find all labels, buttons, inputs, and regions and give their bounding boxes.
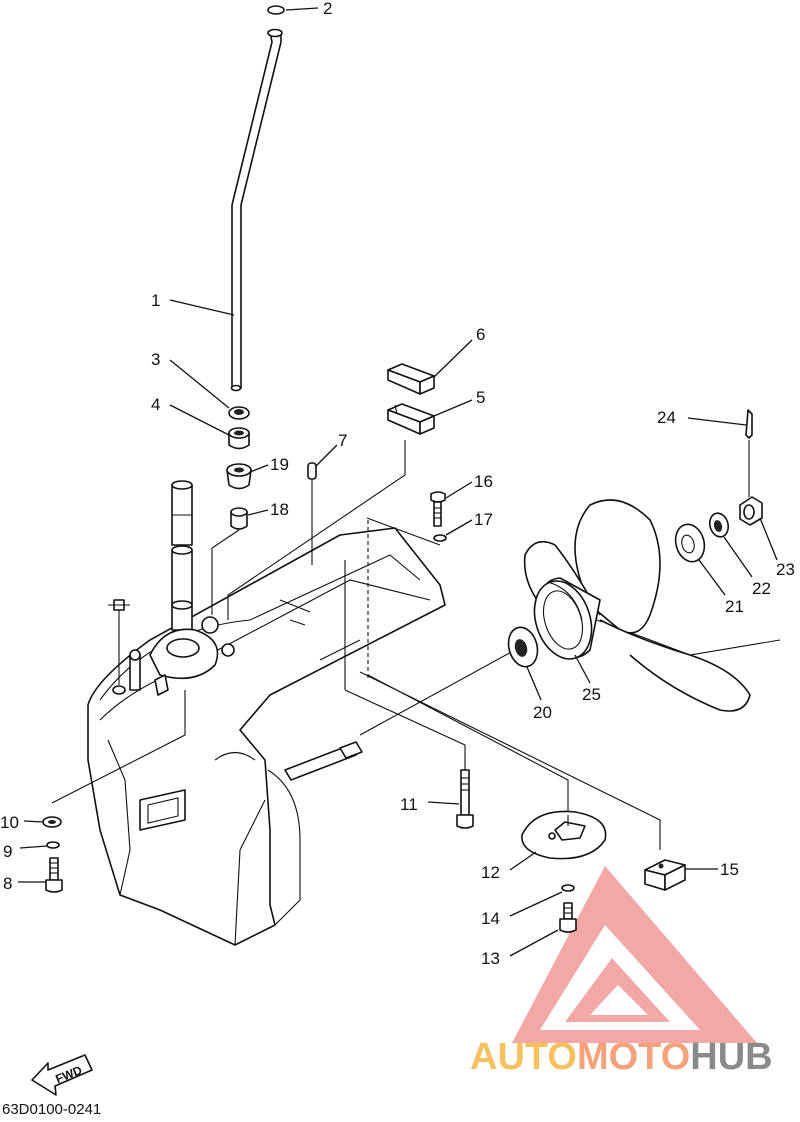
part-4-seal-icon	[228, 427, 250, 450]
part-label-6: 6	[476, 325, 485, 344]
leader-lines	[18, 7, 778, 957]
part-1-water-tube-icon	[230, 28, 283, 392]
part-5-seal-icon	[387, 403, 435, 435]
part-13-bolt-icon	[559, 902, 577, 933]
part-2-washer-icon	[267, 5, 285, 15]
part-23-nut-icon	[739, 496, 763, 526]
part-17-washer-icon	[433, 534, 447, 542]
part-19-grommet-icon	[226, 463, 252, 490]
part-24-cotter-pin-icon	[745, 409, 753, 497]
part-label-7: 7	[338, 431, 347, 450]
part-label-12: 12	[481, 863, 500, 882]
drive-shaft-icon	[108, 480, 235, 696]
part-label-16: 16	[474, 472, 493, 491]
part-label-20: 20	[533, 703, 552, 722]
watermark-logo-icon	[512, 866, 757, 1043]
lower-casing-icon	[87, 527, 446, 946]
part-14-washer-icon	[561, 884, 575, 892]
part-7-dowel-pin-icon	[307, 462, 317, 480]
part-label-23: 23	[776, 560, 795, 579]
part-label-25: 25	[582, 685, 601, 704]
part-label-14: 14	[481, 909, 500, 928]
part-10-washer-icon	[42, 816, 62, 828]
part-6-rubber-seal-icon	[387, 363, 435, 395]
watermark-brand-part1: AUTO	[470, 1036, 577, 1078]
part-label-19: 19	[270, 455, 289, 474]
part-8-bolt-icon	[45, 857, 63, 893]
watermark-brand: AUTOMOTOHUB	[470, 1036, 773, 1079]
part-label-22: 22	[752, 579, 771, 598]
part-15-anode-icon	[644, 859, 686, 891]
part-25-propeller-icon	[523, 499, 751, 712]
part-12-trim-tab-icon	[521, 810, 607, 860]
part-label-2: 2	[323, 0, 332, 18]
part-label-9: 9	[3, 842, 12, 861]
part-label-1: 1	[151, 291, 160, 310]
part-label-13: 13	[481, 949, 500, 968]
part-9-washer-icon	[46, 841, 60, 849]
part-label-18: 18	[270, 500, 289, 519]
assembly-guide-lines	[51, 440, 781, 850]
part-label-11: 11	[400, 795, 418, 814]
part-label-10: 10	[0, 813, 19, 832]
part-18-bush-icon	[230, 507, 248, 530]
watermark-brand-part3: HUB	[690, 1036, 773, 1078]
part-label-24: 24	[657, 408, 676, 427]
part-label-8: 8	[3, 874, 12, 893]
part-labels: 2 1 3 4 19 18 7 6 5 16 17 24 23 22 21 25…	[0, 0, 795, 968]
diagram-code: 63D0100-0241	[2, 1101, 102, 1118]
part-21-spacer-icon	[674, 523, 706, 563]
part-label-5: 5	[476, 388, 485, 407]
part-11-bolt-icon	[456, 769, 474, 829]
part-22-washer-icon	[708, 512, 730, 538]
part-3-grommet-icon	[228, 406, 250, 420]
part-16-bolt-icon	[430, 491, 446, 527]
part-label-3: 3	[151, 350, 160, 369]
forward-arrow-icon: FWD	[31, 1054, 93, 1096]
watermark-brand-part2: MOTO	[576, 1036, 691, 1078]
part-label-17: 17	[474, 510, 493, 529]
part-label-4: 4	[151, 395, 160, 414]
part-label-21: 21	[725, 597, 744, 616]
part-label-15: 15	[720, 860, 739, 879]
part-20-thrust-washer-icon	[507, 626, 539, 668]
